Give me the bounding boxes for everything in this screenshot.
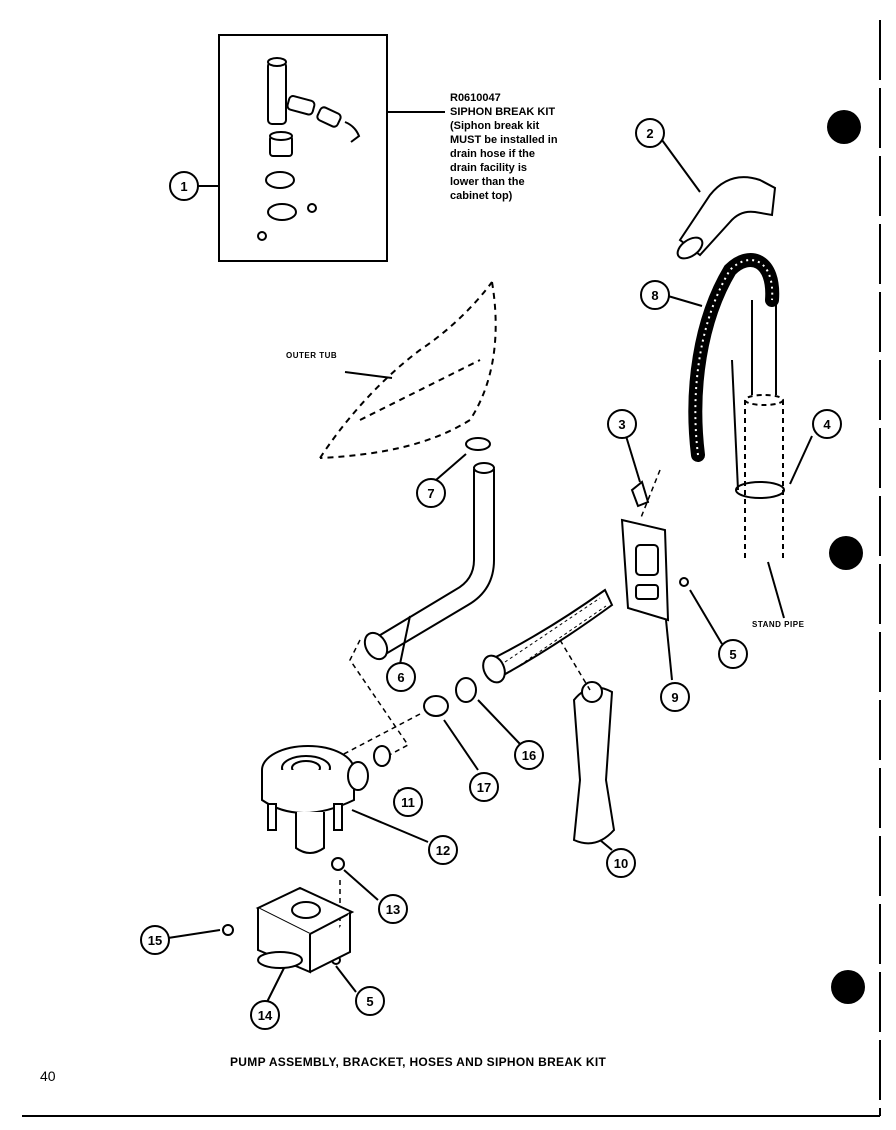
kit-note-line: drain facility is xyxy=(450,162,528,174)
small-fasteners xyxy=(222,857,345,965)
callout-5: 5 xyxy=(718,639,748,669)
callout-12: 12 xyxy=(428,835,458,865)
kit-note-line: MUST be installed in xyxy=(450,134,558,146)
page-number: 40 xyxy=(40,1068,56,1084)
callout-17: 17 xyxy=(469,772,499,802)
callout-5-lower: 5 xyxy=(355,986,385,1016)
pump-hose-corrugated xyxy=(423,588,614,717)
binder-hole xyxy=(831,970,865,1004)
kit-part-number: R0610047 xyxy=(450,92,501,104)
binder-hole xyxy=(827,110,861,144)
callout-10: 10 xyxy=(606,848,636,878)
stand-pipe-label: STAND PIPE xyxy=(752,620,805,629)
pump-bracket xyxy=(255,886,355,974)
callout-3: 3 xyxy=(607,409,637,439)
binder-hole xyxy=(829,536,863,570)
pump-assembly xyxy=(261,745,391,854)
callout-6: 6 xyxy=(386,662,416,692)
callout-14: 14 xyxy=(250,1000,280,1030)
kit-note-line: (Siphon break kit xyxy=(450,120,540,132)
callout-8: 8 xyxy=(640,280,670,310)
hose-cover xyxy=(572,681,616,845)
kit-note-line: drain hose if the xyxy=(450,148,535,160)
elbow-fitting xyxy=(676,176,777,260)
stand-pipe xyxy=(731,300,785,560)
callout-9: 9 xyxy=(660,682,690,712)
diagram-caption: PUMP ASSEMBLY, BRACKET, HOSES AND SIPHON… xyxy=(230,1055,607,1069)
callout-16: 16 xyxy=(514,740,544,770)
callout-13: 13 xyxy=(378,894,408,924)
callout-1: 1 xyxy=(169,171,199,201)
callout-2: 2 xyxy=(635,118,665,148)
outer-tub-outline xyxy=(319,281,497,459)
callout-7: 7 xyxy=(416,478,446,508)
kit-note-line: lower than the xyxy=(450,176,525,188)
callout-11: 11 xyxy=(393,787,423,817)
siphon-break-kit-description: R0610047 SIPHON BREAK KIT (Siphon break … xyxy=(450,91,620,203)
drain-hose-corrugated xyxy=(688,253,780,462)
siphon-break-kit-box xyxy=(218,34,388,262)
tub-hose-pipe xyxy=(363,437,495,661)
outer-tub-label: OUTER TUB xyxy=(286,351,338,360)
kit-note-line: cabinet top) xyxy=(450,190,513,202)
page-border xyxy=(22,20,881,1117)
callout-4: 4 xyxy=(812,409,842,439)
hose-bracket xyxy=(620,480,689,622)
kit-title: SIPHON BREAK KIT xyxy=(450,106,556,118)
callout-15: 15 xyxy=(140,925,170,955)
siphon-break-kit-parts xyxy=(257,57,361,241)
